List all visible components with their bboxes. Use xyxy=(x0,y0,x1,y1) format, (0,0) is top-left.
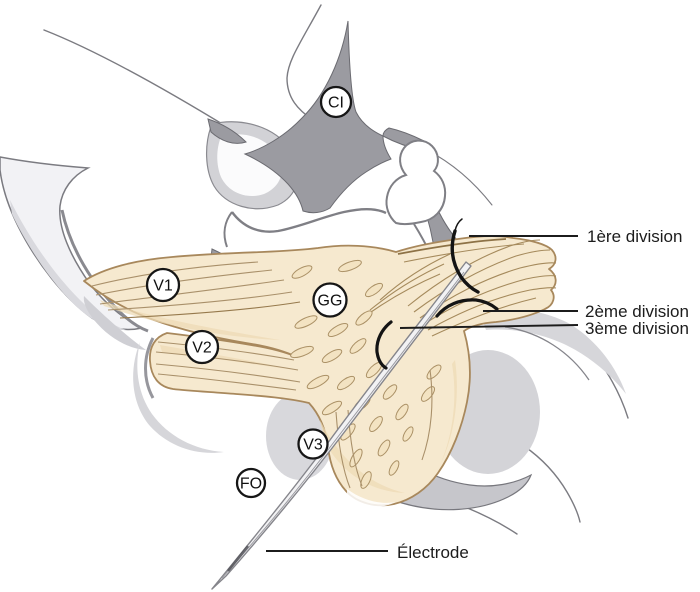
leader-lines xyxy=(266,235,579,552)
annotations: 1ère division 2ème division 3ème divisio… xyxy=(397,227,689,562)
label-electrode: Électrode xyxy=(397,543,469,562)
division3-marker xyxy=(375,320,393,370)
ganglion-fascicles xyxy=(290,259,442,489)
callout-v2: V2 xyxy=(184,329,220,365)
callout-ci: CI xyxy=(319,85,353,119)
svg-text:GG: GG xyxy=(318,293,343,310)
v2-fibers xyxy=(155,341,301,391)
division-markers xyxy=(375,218,499,370)
svg-text:FO: FO xyxy=(240,476,262,493)
callout-v3: V3 xyxy=(297,428,329,460)
electrode-needle xyxy=(211,261,472,590)
svg-text:V3: V3 xyxy=(303,437,323,454)
division2-marker xyxy=(435,298,499,318)
label-division2: 2ème division xyxy=(585,302,689,321)
label-division1: 1ère division xyxy=(587,227,682,246)
svg-text:V2: V2 xyxy=(192,340,212,357)
svg-text:V1: V1 xyxy=(153,278,173,295)
callout-v1: V1 xyxy=(145,267,181,303)
callout-fo: FO xyxy=(235,467,267,499)
callouts: CI V1 V2 GG V3 FO xyxy=(145,85,353,499)
svg-text:CI: CI xyxy=(328,95,344,112)
division1-marker xyxy=(450,229,480,294)
label-division3: 3ème division xyxy=(585,319,689,338)
callout-gg: GG xyxy=(312,282,348,318)
leader-division3 xyxy=(399,324,579,329)
v1-fibers xyxy=(91,261,301,319)
